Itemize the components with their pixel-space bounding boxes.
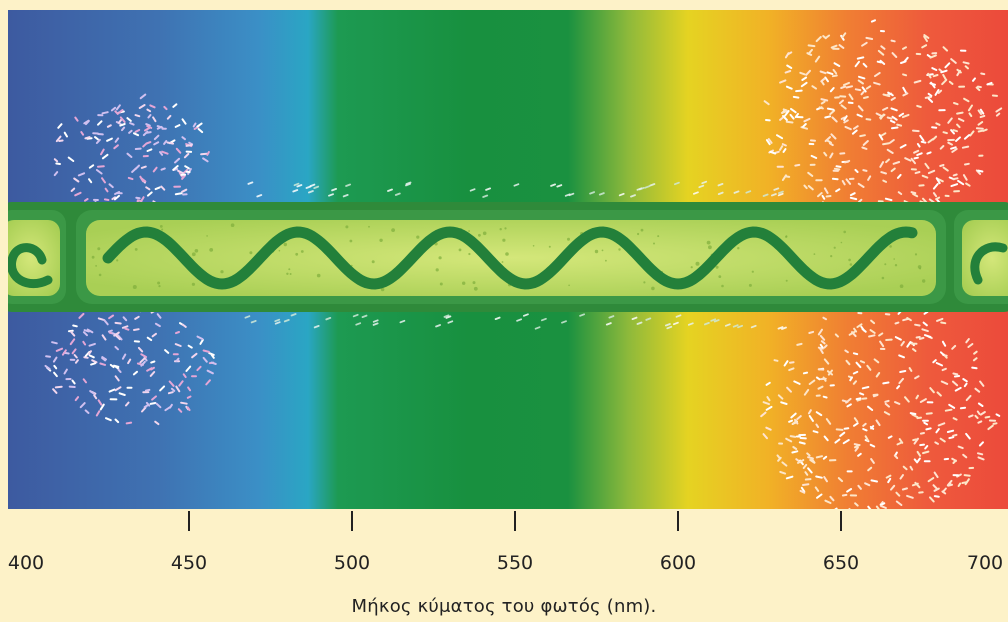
helix-ribbon xyxy=(102,226,918,290)
axis-edge-label-400: 400 xyxy=(7,552,45,574)
axis-tick-label-500: 500 xyxy=(333,552,371,574)
axis-tick-500 xyxy=(351,511,353,531)
helix-tube xyxy=(8,202,1008,312)
axis-title: Μήκος κύματος του φωτός (nm). xyxy=(351,596,657,617)
scattered-light-particles xyxy=(44,19,1003,509)
spectrum-illustration xyxy=(8,10,1008,509)
axis-tick-label-450: 450 xyxy=(170,552,208,574)
axis-tick-label-550: 550 xyxy=(496,552,534,574)
axis-edge-label-700: 700 xyxy=(966,552,1004,574)
axis-tick-600 xyxy=(677,511,679,531)
axis-tick-label-650: 650 xyxy=(822,552,860,574)
axis-tick-label-600: 600 xyxy=(659,552,697,574)
left-curl xyxy=(8,243,53,289)
axis-tick-550 xyxy=(514,511,516,531)
axis-tick-450 xyxy=(188,511,190,531)
right-curl xyxy=(970,242,1008,285)
axis-tick-650 xyxy=(840,511,842,531)
